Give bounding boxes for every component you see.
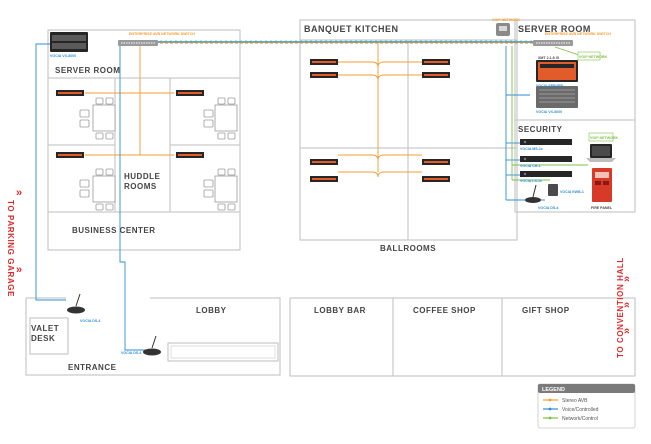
legend-items: Stereo AVB Voice/ControlledNetwork/Contro… — [543, 398, 599, 422]
voip-kitchen-icon — [496, 23, 510, 36]
chevron-2: » — [621, 302, 633, 308]
label-voip-right: VOIP NETWORK — [579, 55, 607, 59]
label-switch-right: ENTERPRISE AVB NETWORK SWITCH — [545, 32, 611, 36]
walls — [25, 19, 636, 377]
label-vocia-server: VOCIA SERVER — [536, 84, 563, 88]
ballroom-amps — [310, 59, 450, 182]
valet-desk-outline — [29, 317, 69, 355]
room-business-center: BUSINESS CENTER — [72, 226, 156, 235]
label-voip-kitchen: VOIP NETWORK — [492, 18, 520, 22]
label-vocia-ls1e: VOCIA LS-1e — [520, 179, 542, 183]
room-server-right: SERVER ROOM — [518, 24, 591, 34]
chevron-bottom: » — [16, 264, 22, 276]
parking-direction: » TO PARKING GARAGE » — [6, 187, 22, 297]
shops-outline — [289, 297, 636, 377]
label-vocia-cr1: VOCIA CR-1 — [520, 164, 541, 168]
right-building-outline — [514, 19, 636, 213]
vx-8000-left — [50, 32, 88, 52]
left-building-outline — [47, 29, 241, 251]
table — [92, 104, 116, 132]
lobby-counter — [167, 342, 279, 362]
legend-swatch-dot — [548, 416, 552, 420]
room-entrance: ENTRANCE — [68, 363, 117, 372]
table — [214, 104, 238, 132]
label-fire-panel: FIRE PANEL — [591, 206, 613, 210]
label-switch-left: ENTERPRISE AVB NETWORK SWITCH — [129, 32, 195, 36]
chevron-3: » — [621, 328, 633, 334]
room-server-left: SERVER ROOM — [55, 66, 120, 75]
valet-title-line: DESK — [31, 334, 55, 343]
label-vocia-ds4-valet: VOCIA DS-4 — [80, 319, 100, 323]
label-vocia-ewb: VOCIA EWB-1 — [560, 190, 584, 194]
legend-label: Voice/Controlled — [562, 407, 599, 413]
room-lobby-bar: LOBBY BAR — [314, 306, 366, 315]
to-parking-garage: TO PARKING GARAGE — [6, 200, 15, 297]
switch-right — [533, 40, 573, 46]
switch-left — [118, 40, 158, 46]
label-vocia-ms1: VOCIA MS-1e — [520, 147, 543, 151]
legend-label: Stereo AVB — [562, 398, 588, 404]
label-amp-top: XMT 2.1.8 XI — [538, 56, 559, 60]
table — [92, 175, 116, 203]
label-voip-security: VOIP NETWORK — [590, 136, 618, 140]
valet-title-line: VALET — [31, 324, 59, 333]
legend-swatch-dot — [548, 407, 552, 411]
table — [214, 175, 238, 203]
label-vocia-ds4-entrance: VOCIA DS-4 — [121, 351, 141, 355]
room-banquet-kitchen: BANQUET KITCHEN — [304, 24, 399, 34]
legend: LEGEND Stereo AVB Voice/ControlledNetwork… — [537, 383, 636, 429]
room-gift-shop: GIFT SHOP — [522, 306, 570, 315]
room-coffee-shop: COFFEE SHOP — [413, 306, 476, 315]
lobby-mics — [67, 293, 161, 356]
cables — [35, 40, 588, 351]
room-security: SECURITY — [518, 125, 563, 134]
label-vx-8000-right: VOCIA VX-8000 — [536, 110, 562, 114]
to-convention-hall: TO CONVENTION HALL — [616, 257, 625, 358]
furniture — [79, 97, 238, 211]
room-ballrooms: BALLROOMS — [380, 244, 436, 253]
label-vocia-ds4: VOCIA DS-4 — [538, 206, 558, 210]
legend-label: Network/Control — [562, 416, 598, 422]
huddle-amps — [56, 90, 204, 158]
convention-direction: TO CONVENTION HALL » » » — [616, 257, 633, 358]
label-vx-8000-left: VOCIA VX-8000 — [50, 54, 76, 58]
chevron-1: » — [621, 276, 633, 282]
huddle-title-line: HUDDLE — [124, 172, 160, 181]
security-devices — [520, 139, 616, 203]
chevron-top: » — [16, 187, 22, 199]
legend-title: LEGEND — [542, 387, 565, 393]
huddle-title-line: ROOMS — [124, 182, 157, 191]
voip-tags — [577, 51, 614, 142]
legend-swatch-dot — [548, 398, 552, 402]
room-lobby: LOBBY — [196, 306, 227, 315]
right-rack — [536, 60, 578, 108]
